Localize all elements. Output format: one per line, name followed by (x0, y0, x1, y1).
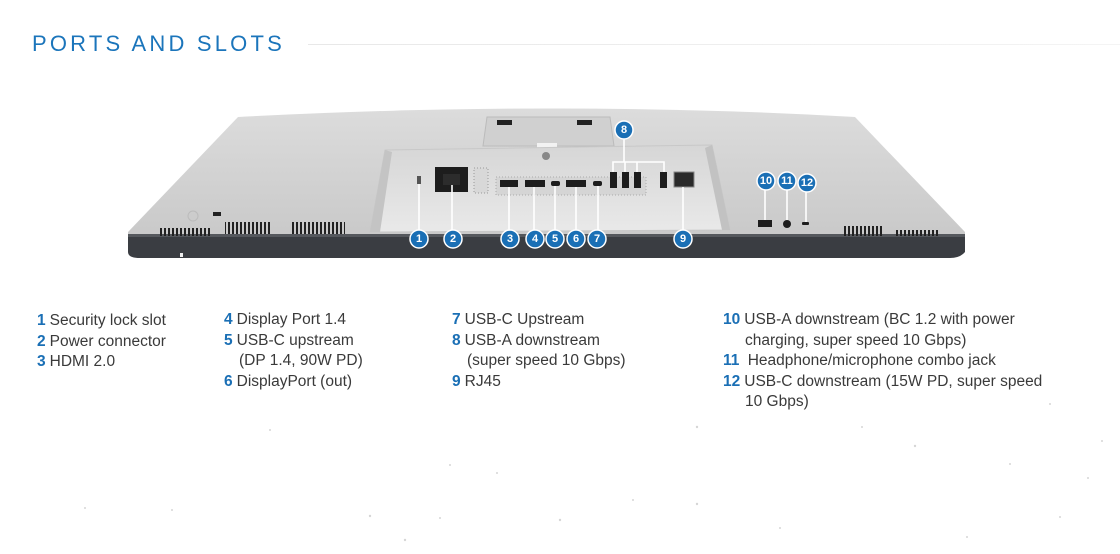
legend-item-continuation: charging, super speed 10 Gbps) (745, 331, 967, 349)
monitor-rear-illustration: 1 2 3 4 5 6 7 8 9 10 11 12 (128, 108, 965, 258)
vent (160, 228, 210, 236)
svg-text:1: 1 (416, 233, 422, 245)
svg-text:3: 3 (507, 233, 513, 245)
svg-text:6: 6 (573, 233, 579, 245)
legend-item-continuation: (super speed 10 Gbps) (467, 352, 626, 369)
svg-text:7: 7 (594, 233, 600, 245)
background-speckles (84, 403, 1103, 542)
svg-text:8: 8 (621, 124, 627, 136)
callout-6: 6 (566, 229, 586, 249)
vent (843, 226, 883, 236)
leader-lines (418, 138, 807, 232)
legend-item: 11 Headphone/microphone combo jack (723, 352, 996, 369)
callout-7: 7 (587, 229, 607, 249)
title-divider (308, 44, 1120, 45)
svg-text:5: 5 (552, 233, 558, 245)
monitor-bezel (128, 236, 965, 258)
callout-10: 10 (756, 171, 776, 191)
callout-8: 8 (614, 120, 634, 140)
legend-item-continuation: (DP 1.4, 90W PD) (239, 352, 363, 369)
callout-5: 5 (545, 229, 565, 249)
callout-12: 12 (797, 173, 817, 193)
legend-item-continuation: 10 Gbps) (745, 393, 809, 410)
svg-text:10: 10 (760, 175, 772, 187)
callout-1: 1 (409, 229, 429, 249)
callout-3: 3 (500, 229, 520, 249)
page-title: PORTS AND SLOTS (32, 31, 285, 56)
callout-2: 2 (443, 229, 463, 249)
callout-11: 11 (777, 171, 797, 191)
callout-4: 4 (525, 229, 545, 249)
svg-text:12: 12 (801, 177, 813, 189)
vent (895, 230, 940, 236)
vent (290, 222, 345, 234)
svg-text:4: 4 (532, 233, 539, 245)
vent (225, 222, 270, 234)
svg-text:2: 2 (450, 233, 456, 245)
svg-text:11: 11 (781, 175, 793, 187)
callout-9: 9 (673, 229, 693, 249)
svg-text:9: 9 (680, 233, 686, 245)
